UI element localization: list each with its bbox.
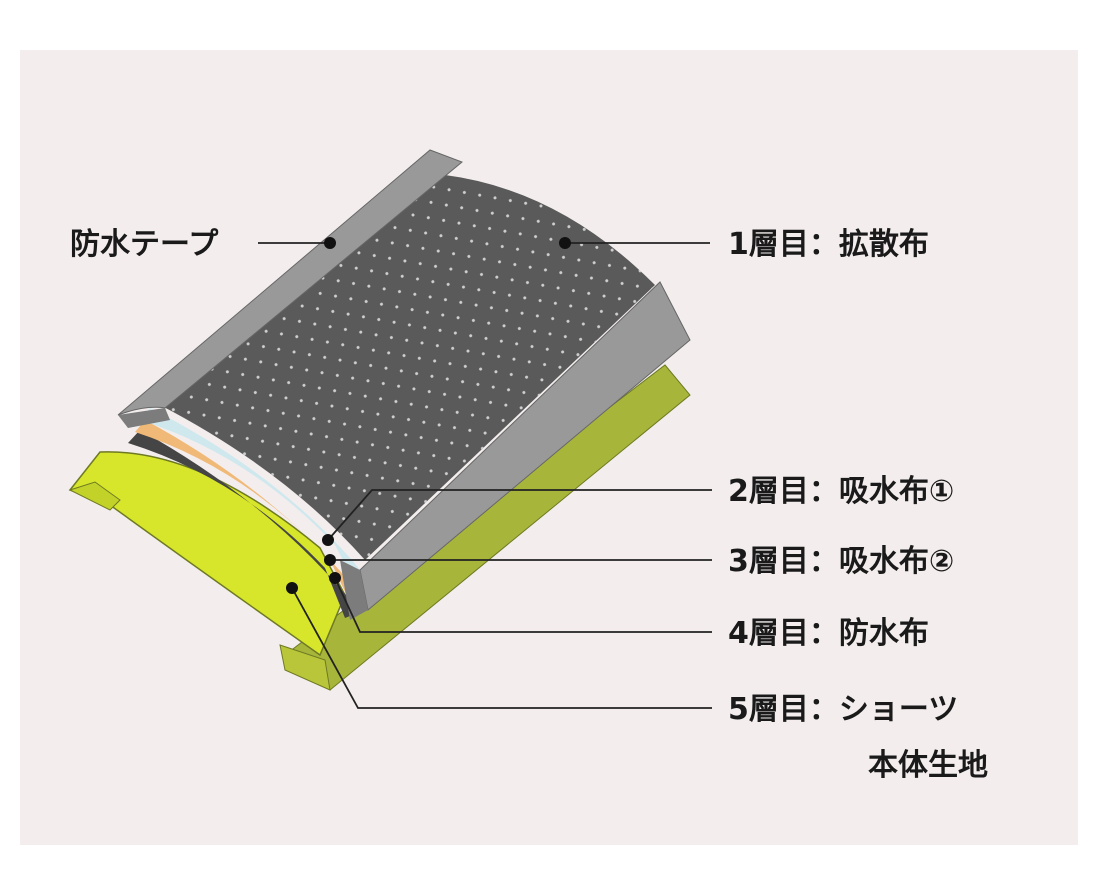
marker-layer4: [329, 572, 341, 584]
label-layer4: 4層目：防水布: [728, 616, 929, 651]
marker-layer3: [324, 554, 336, 566]
diffusion-cloth-texture: [160, 175, 655, 560]
label-layer1: 1層目：拡散布: [728, 227, 929, 262]
absorbent-cloth-2: [135, 420, 358, 598]
shorts-fabric-front: [68, 451, 346, 657]
waterproof-tape-left: [117, 149, 463, 416]
marker-layer2: [322, 534, 334, 546]
marker-dots: [286, 237, 571, 594]
label-layer5-line1: 5層目：ショーツ: [728, 692, 958, 727]
leader-layer4: [334, 577, 712, 633]
waterproof-tape-right-edge: [340, 560, 368, 620]
label-layer3: 3層目：吸水布②: [728, 544, 954, 579]
marker-layer1: [559, 237, 571, 249]
label-layer2: 2層目：吸水布①: [728, 474, 954, 509]
marker-waterproof-tape: [324, 237, 336, 249]
leader-layer2: [327, 489, 712, 541]
absorbent-cloth-1: [140, 408, 362, 578]
shorts-fabric-lower-edge: [279, 644, 331, 691]
leader-lines: [258, 242, 712, 709]
label-waterproof-tape: 防水テープ: [70, 227, 219, 262]
shorts-fabric-edge: [68, 481, 121, 511]
waterproof-tape-right: [359, 281, 691, 611]
label-layer5-line2: 本体生地: [868, 748, 988, 783]
leader-layer5: [291, 587, 712, 709]
waterproof-cloth: [128, 430, 360, 618]
waterproof-tape-left-edge: [118, 408, 170, 428]
marker-layer5: [286, 582, 298, 594]
